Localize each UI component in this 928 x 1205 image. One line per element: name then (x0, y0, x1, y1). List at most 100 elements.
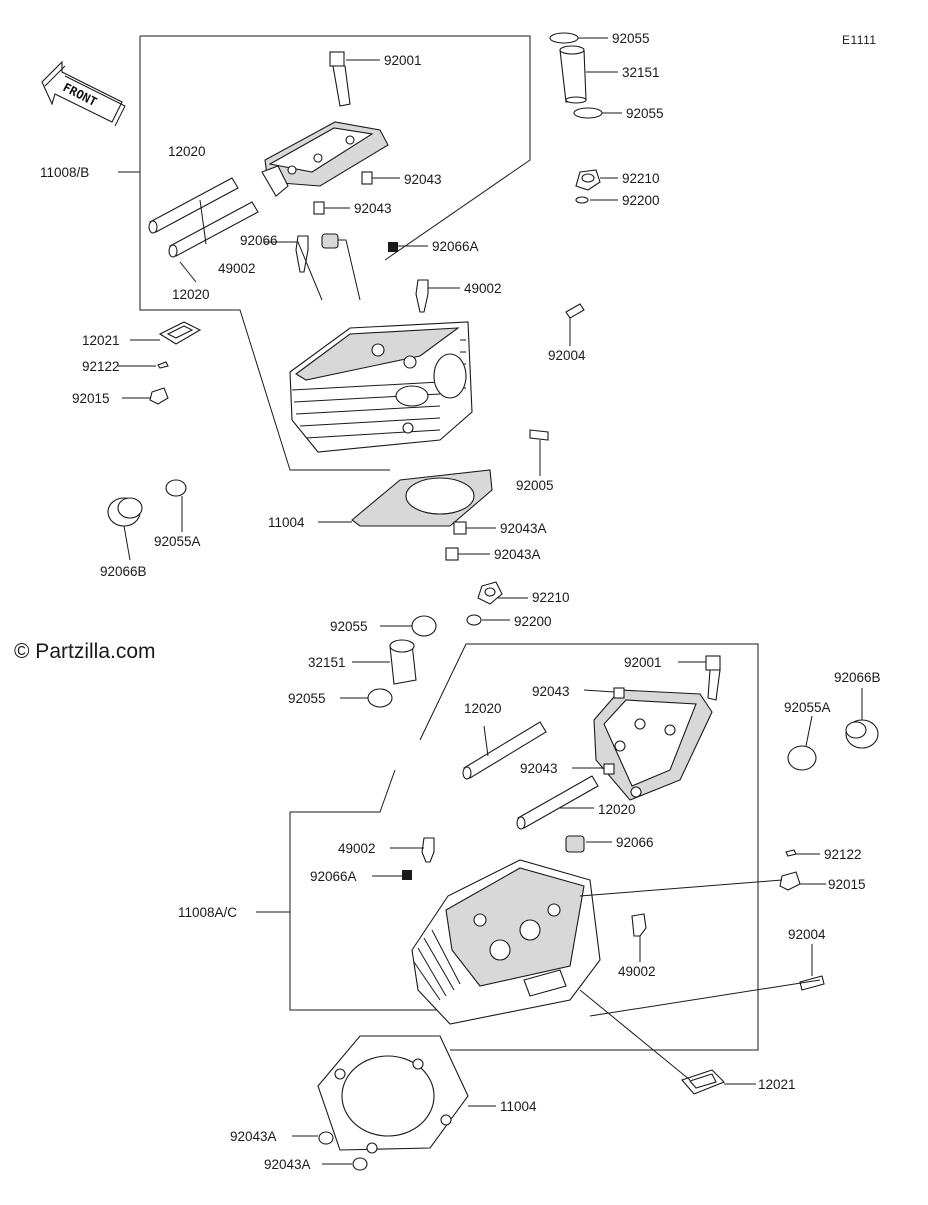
shaft-bottom-2 (516, 775, 599, 830)
o-ring-a-bottom (787, 745, 817, 771)
callout-11008-b: 11008/B (40, 165, 89, 180)
callout-92043: 92043 (532, 684, 570, 699)
callout-92043: 92043 (404, 172, 442, 187)
dowel-a-top-2 (445, 547, 459, 561)
plug-top (321, 233, 339, 249)
callout-49002: 49002 (338, 841, 376, 856)
callout-92066: 92066 (616, 835, 654, 850)
callout-92043a: 92043A (494, 547, 541, 562)
rocker-holder-top (261, 121, 389, 197)
o-ring-top-1 (549, 32, 579, 44)
callout-32151: 32151 (622, 65, 660, 80)
dowel-bottom-1 (613, 687, 625, 699)
callout-11004: 11004 (268, 515, 305, 530)
front-arrow-icon: FRONT (41, 60, 126, 127)
gasket-small-top (158, 321, 202, 345)
callout-12021: 12021 (758, 1077, 796, 1092)
nut-small-top (149, 387, 169, 405)
callout-11008a-c: 11008A/C (178, 905, 237, 920)
callout-92005: 92005 (516, 478, 554, 493)
plug-small-top (388, 242, 398, 252)
shaft-top-1 (148, 177, 239, 234)
callout-12020: 12020 (598, 802, 636, 817)
o-ring-bottom-1 (411, 615, 437, 637)
plug-small-bottom (402, 870, 412, 880)
o-ring-bottom-2 (367, 688, 393, 708)
callout-11004: 11004 (500, 1099, 537, 1114)
callout-92055: 92055 (288, 691, 326, 706)
o-ring-a-top (165, 479, 187, 497)
pin-bottom (785, 849, 797, 857)
cylinder-head-bottom (411, 859, 601, 1025)
head-gasket-bottom (317, 1035, 469, 1154)
callout-92001: 92001 (624, 655, 662, 670)
callout-92210: 92210 (532, 590, 570, 605)
plug-b-bottom (845, 719, 879, 749)
dowel-bottom-2 (603, 763, 615, 775)
callout-92043a: 92043A (264, 1157, 311, 1172)
rocker-holder-bottom (593, 689, 713, 801)
dowel-a-top-1 (453, 521, 467, 535)
callout-92200: 92200 (622, 193, 660, 208)
head-gasket-top (351, 469, 493, 527)
callout-92055: 92055 (626, 106, 664, 121)
callout-12020: 12020 (464, 701, 502, 716)
callout-92066b: 92066B (834, 670, 881, 685)
stud-top-2 (415, 279, 429, 313)
callout-92200: 92200 (514, 614, 552, 629)
gasket-small-bottom (681, 1069, 725, 1095)
top-assembly-frame (118, 35, 531, 471)
callout-12020: 12020 (172, 287, 210, 302)
collar-tube-bottom (389, 639, 417, 685)
nut-small-bottom (779, 871, 801, 891)
callout-92066: 92066 (240, 233, 278, 248)
dowel-top-1 (361, 171, 373, 185)
fitting-top (529, 429, 549, 441)
pin-top (157, 361, 169, 369)
plug-b-top (107, 497, 143, 527)
dowel-a-bottom-2 (352, 1157, 368, 1171)
washer-bottom (466, 614, 482, 626)
bolt-top (329, 51, 351, 107)
callout-92043a: 92043A (500, 521, 547, 536)
nut-top (575, 169, 601, 191)
callout-92004: 92004 (788, 927, 826, 942)
callout-92210: 92210 (622, 171, 660, 186)
callout-12020: 12020 (168, 144, 206, 159)
callout-92122: 92122 (824, 847, 862, 862)
copyright-text: © Partzilla.com (14, 640, 156, 663)
callout-labels: 92055 32151 92055 92001 12020 11008/B 92… (40, 31, 881, 1172)
callout-49002: 49002 (618, 964, 656, 979)
callout-92066a: 92066A (310, 869, 357, 884)
callout-92043: 92043 (354, 201, 392, 216)
callout-92015: 92015 (72, 391, 110, 406)
callout-92055a: 92055A (154, 534, 201, 549)
nut-bottom (477, 581, 503, 605)
stud-top-1 (295, 235, 309, 273)
callout-92122: 92122 (82, 359, 120, 374)
dowel-a-bottom-1 (318, 1131, 334, 1145)
stud-long-bottom (799, 975, 825, 991)
shaft-top-2 (168, 201, 259, 258)
diagram-code: E1111 (842, 33, 877, 47)
stud-bottom-2 (631, 913, 647, 937)
dowel-top-2 (313, 201, 325, 215)
leader-lines (118, 37, 863, 1165)
callout-92043a: 92043A (230, 1129, 277, 1144)
o-ring-top-2 (573, 107, 603, 119)
callout-49002: 49002 (464, 281, 502, 296)
callout-92004: 92004 (548, 348, 586, 363)
stud-bottom-1 (421, 837, 435, 863)
bolt-bottom (705, 655, 721, 701)
callout-92066b: 92066B (100, 564, 147, 579)
callout-92066a: 92066A (432, 239, 479, 254)
callout-92055: 92055 (330, 619, 368, 634)
callout-92015: 92015 (828, 877, 866, 892)
bottom-assembly-frame (256, 643, 759, 1051)
callout-92055: 92055 (612, 31, 650, 46)
plug-bottom (565, 835, 585, 853)
callout-12021: 12021 (82, 333, 120, 348)
callout-49002: 49002 (218, 261, 256, 276)
